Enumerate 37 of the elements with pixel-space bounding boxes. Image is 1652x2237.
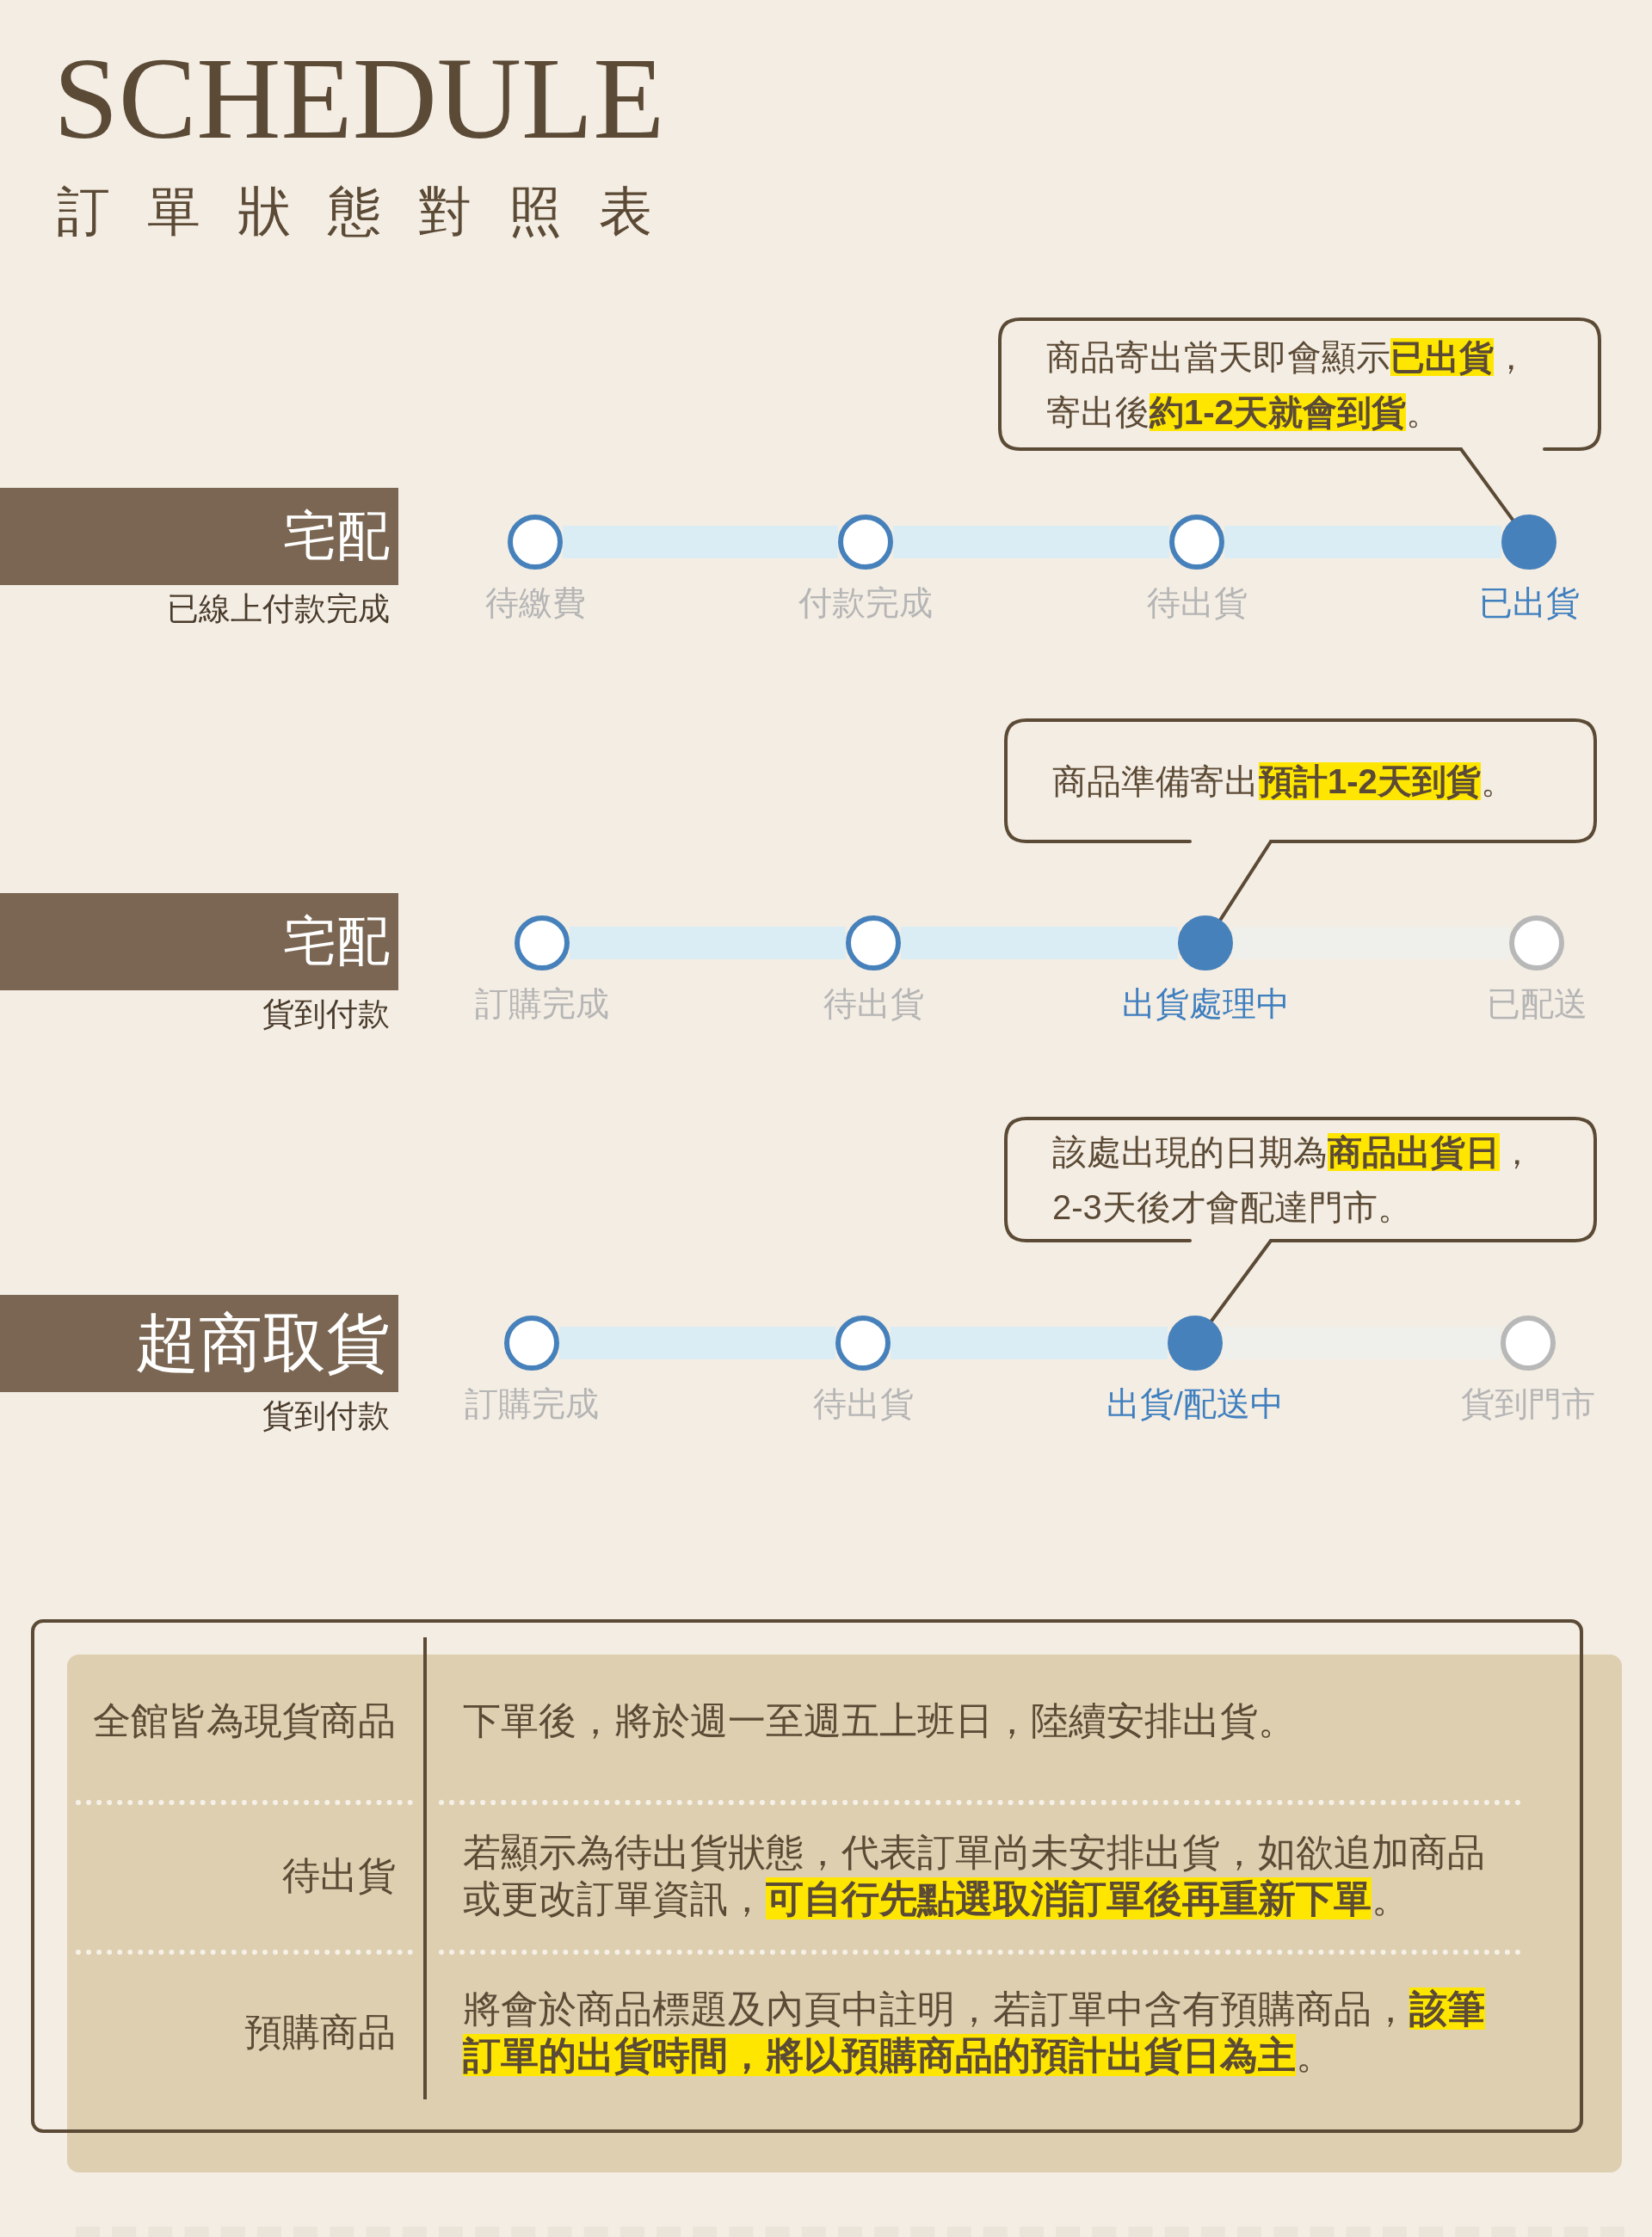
category-band: 宅配 (0, 488, 398, 585)
page-subtitle: 訂單狀態對照表 (57, 182, 689, 242)
band-subtitle: 貨到付款 (262, 1397, 390, 1435)
step-label: 付款完成 (798, 583, 933, 623)
progress-bar (1223, 1327, 1501, 1359)
progress-bar (570, 927, 846, 959)
step-label: 待出貨 (1146, 583, 1248, 623)
progress-bar (893, 526, 1169, 558)
bubble-text: 商品準備寄出預計1-2天到貨。 (1052, 761, 1516, 802)
step-label: 待繳費 (484, 583, 586, 623)
step-label: 已出貨 (1478, 583, 1580, 623)
step-label: 貨到門市 (1461, 1384, 1595, 1424)
bubble-text: 商品寄出當天即會顯示已出貨，寄出後約1-2天就會到貨。 (1046, 336, 1529, 433)
step-label: 待出貨 (823, 984, 924, 1024)
progress-bar (1224, 526, 1501, 558)
step-label: 出貨/配送中 (1106, 1384, 1284, 1424)
row-heading: 待出貨 (282, 1852, 396, 1898)
row-heading: 全館皆為現貨商品 (93, 1698, 396, 1743)
page-title: SCHEDULE (53, 40, 665, 157)
progress-bar (563, 526, 838, 558)
row-heading: 預購商品 (244, 2009, 396, 2055)
step-label: 待出貨 (812, 1384, 914, 1424)
progress-bar (891, 1327, 1168, 1359)
row-description: 若顯示為待出貨狀態，代表訂單尚未安排出貨，如欲追加商品或更改訂單資訊，可自行先點選取消訂單後再重新下單。 (463, 1830, 1486, 1921)
band-subtitle: 已線上付款完成 (167, 590, 390, 628)
category-band: 超商取貨 (0, 1295, 398, 1392)
progress-bar (559, 1327, 835, 1359)
row-description: 下單後，將於週一至週五上班日，陸續安排出貨。 (463, 1698, 1297, 1743)
band-subtitle: 貨到付款 (262, 995, 390, 1033)
progress-bar (1233, 927, 1509, 959)
step-label: 已配送 (1486, 984, 1587, 1024)
step-label: 訂購完成 (465, 1384, 599, 1424)
bubble-text: 該處出現的日期為商品出貨日，2-3天後才會配達門市。 (1052, 1132, 1535, 1228)
progress-bar (901, 927, 1178, 959)
step-label: 出貨處理中 (1121, 984, 1290, 1024)
category-band: 宅配 (0, 893, 398, 990)
step-label: 訂購完成 (475, 984, 609, 1024)
